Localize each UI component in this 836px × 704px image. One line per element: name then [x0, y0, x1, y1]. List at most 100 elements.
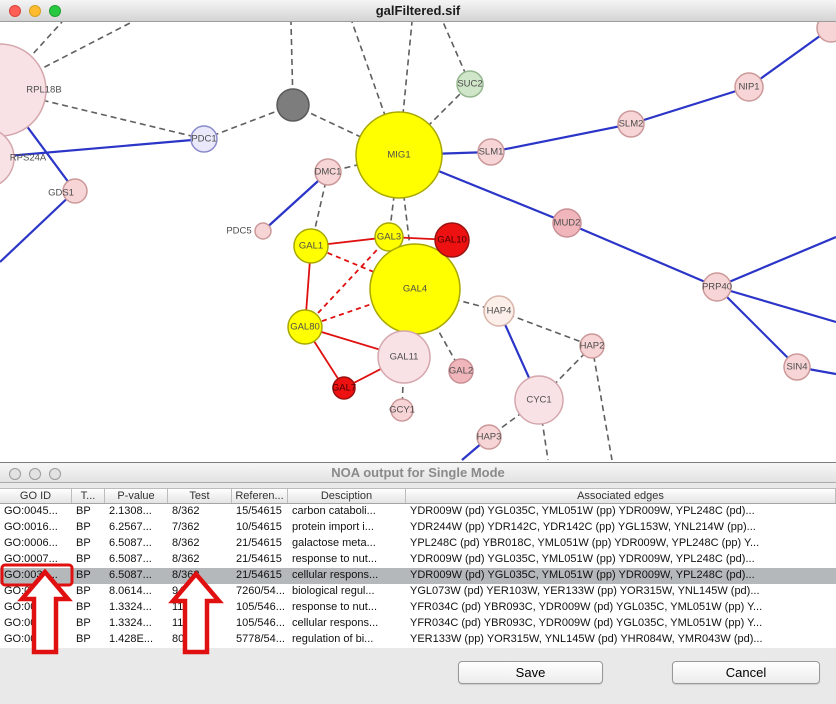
table-cell: YDR009W (pd) YGL035C, YML051W (pp) YDR00… [410, 553, 755, 565]
edge-MUD2-PRP40[interactable] [566, 221, 718, 289]
node-NIP1[interactable] [734, 72, 764, 102]
node-MUD2[interactable] [552, 208, 582, 238]
save-button[interactable]: Save [458, 661, 603, 684]
node-SLM2[interactable] [617, 110, 645, 138]
edge-RPS24A-PDC1[interactable] [0, 137, 205, 158]
node-PRP40[interactable] [702, 272, 732, 302]
node-GAL10[interactable] [434, 222, 470, 258]
table-cell: carbon cataboli... [292, 505, 376, 517]
edge-PRP40-offscreen[interactable] [716, 285, 836, 324]
edge-PRP40-offscreen[interactable] [716, 235, 836, 289]
close-button[interactable] [9, 468, 21, 480]
node-DMC1[interactable] [314, 158, 342, 186]
table-cell: 2.1308... [109, 505, 152, 517]
node-label-HAP4: HAP4 [487, 306, 512, 317]
edge-HAP4-HAP2[interactable] [498, 310, 593, 347]
node-MIG1[interactable] [355, 111, 443, 199]
network-svg[interactable]: RPL18BRPS24AGDS1PDC1MIG1SUC2SLM1SLM2NIP1… [0, 22, 836, 462]
node-HAP4[interactable] [483, 295, 515, 327]
zoom-button[interactable] [49, 468, 61, 480]
zoom-button[interactable] [49, 5, 61, 17]
table-cell: GO:0007... [4, 553, 58, 565]
node-label-GAL10: GAL10 [437, 235, 467, 246]
node-GAL80[interactable] [287, 309, 323, 345]
column-header-1[interactable]: T... [72, 489, 105, 503]
node-SUC2[interactable] [456, 70, 484, 98]
edge-GAL80-GAL4[interactable] [304, 288, 416, 328]
node-TR1[interactable] [816, 22, 836, 43]
table-cell: 6.5087... [109, 537, 152, 549]
table-cell: 8/362 [172, 537, 200, 549]
node-CYC1[interactable] [514, 375, 564, 425]
minimize-button[interactable] [29, 5, 41, 17]
node-HAP3[interactable] [476, 424, 502, 450]
minimize-button[interactable] [29, 468, 41, 480]
column-header-6[interactable]: Associated edges [406, 489, 836, 503]
table-cell: 8/362 [172, 569, 200, 581]
node-SIN4[interactable] [783, 353, 811, 381]
node-label-MUD2: MUD2 [554, 218, 581, 229]
node-GAL11[interactable] [377, 330, 431, 384]
edge-GDS1-offscreen[interactable] [0, 190, 76, 263]
node-label-GDS1: GDS1 [48, 188, 74, 199]
node-UNK[interactable] [276, 88, 310, 122]
node-HAP2[interactable] [579, 333, 605, 359]
edge-HAP2-offscreen[interactable] [591, 345, 613, 461]
table-cell: 21/54615 [236, 553, 282, 565]
column-header-5[interactable]: Desciption [288, 489, 406, 503]
table-cell: 8.0614... [109, 585, 152, 597]
node-label-RPS24A: RPS24A [10, 153, 47, 164]
node-label-GAL11: GAL11 [390, 352, 419, 363]
table-cell: GO:0045... [4, 505, 58, 517]
table-cell: 11/362 [172, 617, 205, 629]
table-cell: protein import i... [292, 521, 374, 533]
node-GCY1[interactable] [390, 398, 414, 422]
edge-SLM2-NIP1[interactable] [630, 85, 750, 126]
edge-NIP1-TR1[interactable] [748, 27, 832, 88]
edge-PRP40-SIN4[interactable] [716, 286, 798, 368]
column-header-3[interactable]: Test [168, 489, 232, 503]
close-button[interactable] [9, 5, 21, 17]
table-cell: BP [76, 521, 91, 533]
node-label-GAL1: GAL1 [299, 241, 323, 252]
edge-SLM1-SLM2[interactable] [490, 122, 632, 154]
graph-window-titlebar[interactable]: galFiltered.sif [0, 0, 836, 22]
table-cell: BP [76, 633, 91, 645]
node-GAL7[interactable] [332, 376, 356, 400]
table-cell: 6.5087... [109, 569, 152, 581]
table-cell: GO:0031... [4, 617, 58, 629]
node-PDC5[interactable] [254, 222, 272, 240]
edge-PDC5-DMC1[interactable] [262, 171, 329, 232]
cancel-button[interactable]: Cancel [672, 661, 820, 684]
node-GAL2[interactable] [448, 358, 474, 384]
node-label-GAL3: GAL3 [377, 232, 401, 243]
noa-window-titlebar[interactable]: NOA output for Single Mode [0, 463, 836, 483]
table-cell: GO:0006... [4, 601, 58, 613]
node-SLM1[interactable] [477, 138, 505, 166]
table-cell: regulation of bi... [292, 633, 374, 645]
column-header-4[interactable]: Referen... [232, 489, 288, 503]
node-label-SLM2: SLM2 [619, 119, 644, 130]
table-cell: response to nut... [292, 601, 377, 613]
node-GDS1[interactable] [62, 178, 88, 204]
node-GAL3[interactable] [374, 222, 404, 252]
table-cell: 1.3324... [109, 601, 152, 613]
table-cell: BP [76, 505, 91, 517]
node-RPL18B[interactable] [0, 43, 47, 137]
node-PDC1[interactable] [190, 125, 218, 153]
column-header-0[interactable]: GO ID [0, 489, 72, 503]
node-GAL1[interactable] [293, 228, 329, 264]
node-RPS24A[interactable] [0, 128, 15, 188]
edge-MIG1-SUC2[interactable] [398, 83, 471, 156]
edge-GAL3-GAL80[interactable] [304, 236, 390, 328]
column-header-2[interactable]: P-value [105, 489, 168, 503]
